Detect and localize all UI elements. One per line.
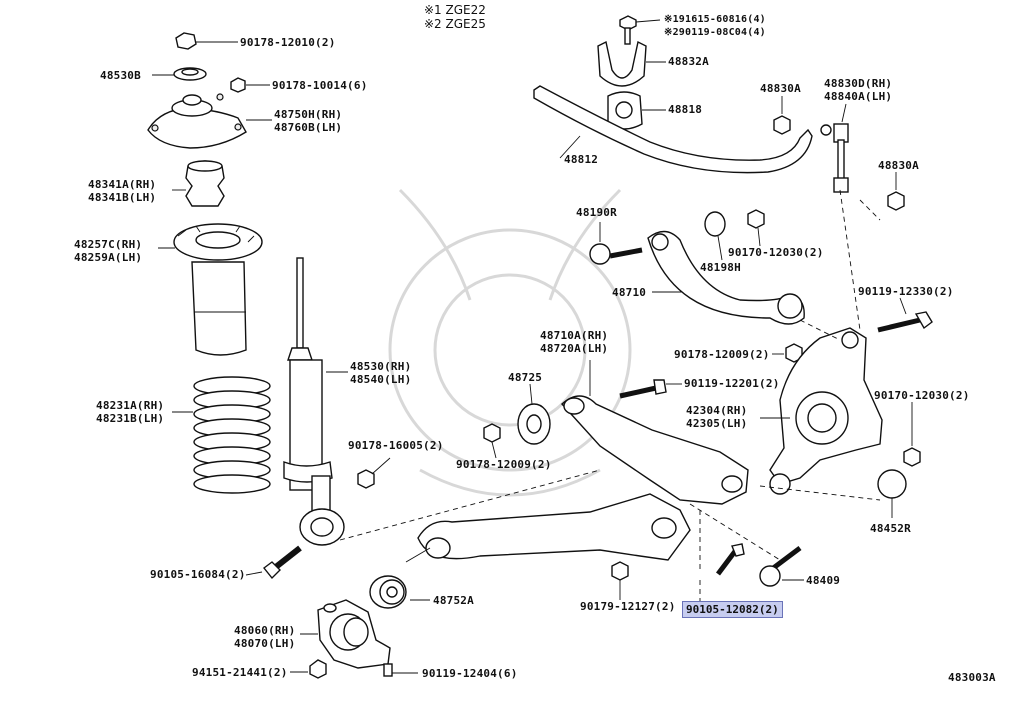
nut-94151-21441[interactable]	[290, 659, 327, 679]
bolt-90119-12201[interactable]	[619, 379, 682, 399]
label-290119[interactable]: ※290119-08C04(4)	[664, 27, 766, 38]
bushing-48452R[interactable]	[877, 469, 907, 518]
label-48530B[interactable]: 48530B	[100, 69, 141, 82]
label-48190R[interactable]: 48190R	[576, 206, 617, 219]
lower-arm-main[interactable]	[405, 493, 691, 563]
label-90119-12330[interactable]: 90119-12330(2)	[858, 285, 954, 298]
nut-90178-12010[interactable]	[175, 32, 238, 50]
bump-stopper-48341A[interactable]	[172, 160, 225, 207]
label-90119-12201[interactable]: 90119-12201(2)	[684, 377, 780, 390]
label-90105-16084[interactable]: 90105-16084(2)	[150, 568, 246, 581]
stabilizer-link-48830D[interactable]	[820, 103, 849, 193]
label-48452R[interactable]: 48452R	[870, 522, 911, 535]
bolt-90105-12082[interactable]	[699, 543, 745, 602]
coil-spring-48231A[interactable]	[172, 376, 271, 494]
label-90178-16005[interactable]: 90178-16005(2)	[348, 439, 444, 452]
label-90178-12010[interactable]: 90178-12010(2)	[240, 36, 336, 49]
label-48830A-lower[interactable]: 48830A	[878, 159, 919, 172]
arm-48710A[interactable]	[561, 360, 749, 505]
label-191615[interactable]: ※191615-60816(4)	[664, 14, 766, 25]
dust-boot[interactable]	[191, 261, 247, 356]
label-48409[interactable]: 48409	[806, 574, 841, 587]
knuckle-42304[interactable]	[760, 327, 883, 495]
label-94151-21441[interactable]: 94151-21441(2)	[192, 666, 288, 679]
bushing-48818[interactable]	[607, 91, 666, 130]
model-note-1: ※1 ZGE22	[424, 3, 486, 17]
bolt-191615[interactable]	[619, 15, 661, 45]
nut-90178-12009-a[interactable]	[772, 343, 803, 363]
label-48752A[interactable]: 48752A	[433, 594, 474, 607]
label-48812[interactable]: 48812	[564, 153, 599, 166]
label-48259A[interactable]: 48259A(LH)	[74, 251, 143, 264]
washer-48530B[interactable]	[152, 67, 207, 81]
label-42305[interactable]: 42305(LH)	[686, 417, 748, 430]
bolt-90119-12330[interactable]	[877, 297, 933, 333]
nut-48830A-upper[interactable]	[773, 96, 791, 135]
label-90178-10014[interactable]: 90178-10014(6)	[272, 79, 368, 92]
label-48231A[interactable]: 48231A(RH)	[96, 399, 165, 412]
label-90170-12030-b[interactable]: 90170-12030(2)	[874, 389, 970, 402]
nut-90170-12030-b[interactable]	[903, 402, 921, 467]
watermark-emblem	[388, 188, 632, 497]
spring-insulator-48257C[interactable]	[158, 223, 263, 261]
label-48725[interactable]: 48725	[508, 371, 543, 384]
label-48818[interactable]: 48818	[668, 103, 703, 116]
cam-48198H[interactable]	[704, 211, 726, 261]
label-48830D[interactable]: 48830D(RH)	[824, 77, 893, 90]
label-90178-12009-a[interactable]: 90178-12009(2)	[674, 348, 770, 361]
bolt-90105-16084[interactable]	[245, 545, 302, 580]
label-48060[interactable]: 48060(RH)	[234, 624, 296, 637]
bracket-48060[interactable]	[300, 599, 391, 669]
label-48198H[interactable]: 48198H	[700, 261, 741, 274]
label-48840A[interactable]: 48840A(LH)	[824, 90, 893, 103]
nut-48830A-lower[interactable]	[887, 172, 905, 211]
label-48257C[interactable]: 48257C(RH)	[74, 238, 143, 251]
label-90179-12127[interactable]: 90179-12127(2)	[580, 600, 676, 613]
stabilizer-bar-48812[interactable]	[533, 85, 813, 174]
model-note-2: ※2 ZGE25	[424, 17, 486, 31]
label-48341A[interactable]: 48341A(RH)	[88, 178, 157, 191]
bushing-48752A[interactable]	[369, 575, 430, 609]
label-48760B[interactable]: 48760B(LH)	[274, 121, 343, 134]
nut-90179-12127[interactable]	[611, 561, 629, 600]
label-90105-12082-highlighted[interactable]: 90105-12082(2)	[682, 601, 783, 618]
label-48710A[interactable]: 48710A(RH)	[540, 329, 609, 342]
label-48710[interactable]: 48710	[612, 286, 647, 299]
shock-absorber-48530[interactable]	[283, 257, 348, 546]
label-48070[interactable]: 48070(LH)	[234, 637, 296, 650]
label-48830A-upper[interactable]: 48830A	[760, 82, 801, 95]
label-48530[interactable]: 48530(RH)	[350, 360, 412, 373]
nut-90170-12030-a[interactable]	[747, 209, 765, 247]
label-90178-12009-b[interactable]: 90178-12009(2)	[456, 458, 552, 471]
label-48341B[interactable]: 48341B(LH)	[88, 191, 157, 204]
label-48231B[interactable]: 48231B(LH)	[96, 412, 165, 425]
label-90170-12030-a[interactable]: 90170-12030(2)	[728, 246, 824, 259]
label-48832A[interactable]: 48832A	[668, 55, 709, 68]
label-48750H[interactable]: 48750H(RH)	[274, 108, 343, 121]
bracket-48832A[interactable]	[597, 40, 666, 87]
label-42304[interactable]: 42304(RH)	[686, 404, 748, 417]
upper-arm-48710[interactable]	[647, 230, 805, 325]
bolt-48409[interactable]	[759, 546, 804, 587]
strut-mount-48750H[interactable]	[147, 93, 272, 149]
nut-90178-12009-b[interactable]	[483, 423, 501, 459]
label-48540[interactable]: 48540(LH)	[350, 373, 412, 386]
label-90119-12404[interactable]: 90119-12404(6)	[422, 667, 518, 680]
bolt-48190R[interactable]	[589, 222, 643, 265]
nut-90178-16005[interactable]	[357, 457, 391, 489]
bushing-48725[interactable]	[517, 383, 551, 445]
bolt-90119-12404[interactable]	[383, 663, 418, 677]
label-48720A[interactable]: 48720A(LH)	[540, 342, 609, 355]
diagram-code: 483003A	[948, 671, 996, 684]
nut-90178-10014[interactable]	[230, 77, 270, 93]
assembly-guide-lines	[339, 189, 881, 570]
